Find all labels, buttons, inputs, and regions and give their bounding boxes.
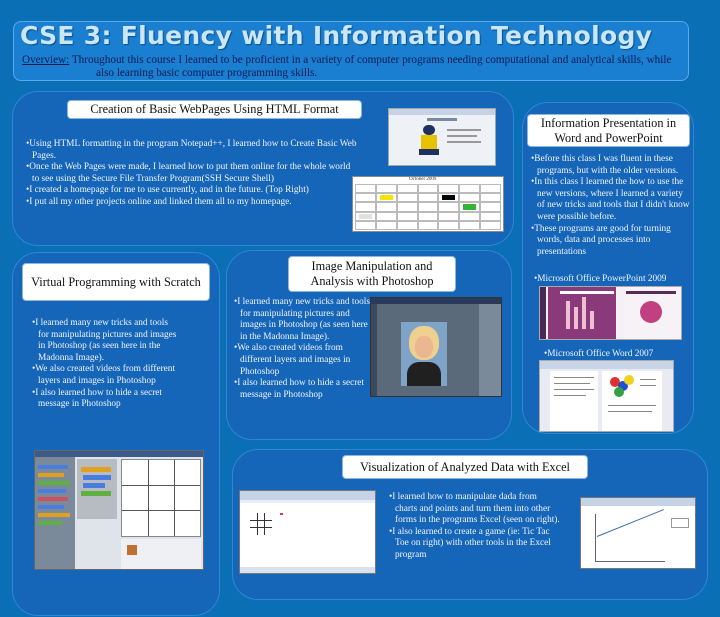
calendar-cell xyxy=(459,202,481,212)
poster-header: CSE 3: Fluency with Information Technolo… xyxy=(13,21,689,81)
calendar-cell xyxy=(438,193,460,203)
calendar-cell xyxy=(375,184,397,194)
info-bullet: •In this class I learned the how to use … xyxy=(531,177,690,222)
calendar-cell xyxy=(355,184,376,194)
scratch-panel-title: Virtual Programming with Scratch xyxy=(22,263,210,301)
calendar-cell xyxy=(417,193,439,203)
poster-title: CSE 3: Fluency with Information Technolo… xyxy=(20,21,653,50)
calendar-cell xyxy=(417,220,439,230)
calendar-cell xyxy=(480,193,501,203)
calendar-cell xyxy=(438,184,460,194)
calendar-cell xyxy=(355,202,376,212)
scratch-bullet: •We also created videos from different l… xyxy=(32,364,176,386)
calendar-title: October 2009 xyxy=(409,177,437,182)
calendar-cell xyxy=(355,193,376,203)
calendar-cell xyxy=(438,211,460,221)
excel-tictactoe-screenshot xyxy=(239,490,376,574)
photoshop-bullets: •I learned many new tricks and tools for… xyxy=(234,297,370,401)
html-bullets: •Using HTML formatting in the program No… xyxy=(26,139,358,209)
excel-bullet: •I learned how to manipulate dada from c… xyxy=(389,492,560,526)
photoshop-bullet: •I learned many new tricks and tools for… xyxy=(234,297,370,342)
powerpoint-screenshot xyxy=(539,286,682,340)
html-bullet: •I created a homepage for me to use curr… xyxy=(26,185,309,196)
overview-line-2: also learning basic computer programming… xyxy=(96,67,318,79)
photoshop-bullet: •We also created videos from different l… xyxy=(234,343,351,377)
calendar-cell xyxy=(438,220,460,230)
info-bullet: •Before this class I was fluent in these… xyxy=(531,154,679,176)
calendar-cell xyxy=(355,211,376,221)
info-bullet: •These programs are good for turning wor… xyxy=(531,223,671,257)
overview-line-1: Throughout this course I learned to be p… xyxy=(71,54,672,66)
excel-bullets: •I learned how to manipulate dada from c… xyxy=(389,492,561,562)
calendar-cell xyxy=(396,211,418,221)
calendar-cell xyxy=(355,220,376,230)
calendar-cell xyxy=(480,211,501,221)
overview-label: Overview: xyxy=(22,54,70,66)
calendar-cell xyxy=(417,202,439,212)
html-bullet: •Once the Web Pages were made, I learned… xyxy=(26,162,351,184)
calendar-cell xyxy=(480,202,501,212)
calendar-cell xyxy=(396,193,418,203)
scratch-bullets: •I learned many new tricks and tools for… xyxy=(32,318,178,411)
excel-bullet: •I also learned to create a game (ie: Ti… xyxy=(389,526,551,560)
calendar-screenshot: October 2009 xyxy=(352,176,504,232)
info-panel-title: Information Presentation in Word and Pow… xyxy=(527,114,690,147)
portrait-image xyxy=(401,322,447,386)
calendar-grid xyxy=(355,184,501,230)
calendar-cell xyxy=(459,193,481,203)
overview-text: Overview: Throughout this course I learn… xyxy=(22,54,686,80)
calendar-cell xyxy=(480,184,501,194)
calendar-cell xyxy=(459,211,481,221)
calendar-cell xyxy=(375,220,397,230)
html-panel-title: Creation of Basic WebPages Using HTML Fo… xyxy=(67,100,362,119)
photoshop-screenshot xyxy=(370,297,502,397)
scratch-bullet: •I also learned how to hide a secret mes… xyxy=(32,387,163,410)
calendar-cell xyxy=(375,211,397,221)
calendar-cell xyxy=(375,193,397,203)
logo-image xyxy=(419,125,439,157)
info-bullets: •Before this class I was fluent in these… xyxy=(531,154,691,258)
ppt-caption: •Microsoft Office PowerPoint 2009 xyxy=(534,274,667,284)
scratch-screenshot xyxy=(34,450,204,570)
calendar-cell xyxy=(459,220,481,230)
calendar-cell xyxy=(417,184,439,194)
html-bullet: •Using HTML formatting in the program No… xyxy=(26,139,357,161)
scratch-bullet: •I learned many new tricks and tools for… xyxy=(32,318,177,363)
scratch-stage xyxy=(121,459,201,537)
calendar-cell xyxy=(480,220,501,230)
calendar-cell xyxy=(375,202,397,212)
calendar-cell xyxy=(396,184,418,194)
calendar-cell xyxy=(459,184,481,194)
calendar-cell xyxy=(438,202,460,212)
calendar-cell xyxy=(417,211,439,221)
photoshop-panel-title: Image Manipulation and Analysis with Pho… xyxy=(288,256,456,292)
calendar-cell xyxy=(396,220,418,230)
calendar-cell xyxy=(396,202,418,212)
excel-panel-title: Visualization of Analyzed Data with Exce… xyxy=(342,455,588,479)
word-caption: •Microsoft Office Word 2007 xyxy=(544,349,654,359)
homepage-screenshot xyxy=(388,108,496,166)
excel-chart-screenshot xyxy=(580,497,696,569)
photoshop-bullet: •I also learned how to hide a secret mes… xyxy=(234,378,365,400)
word-screenshot xyxy=(539,360,674,432)
html-bullet: •I put all my other projects online and … xyxy=(26,196,292,207)
